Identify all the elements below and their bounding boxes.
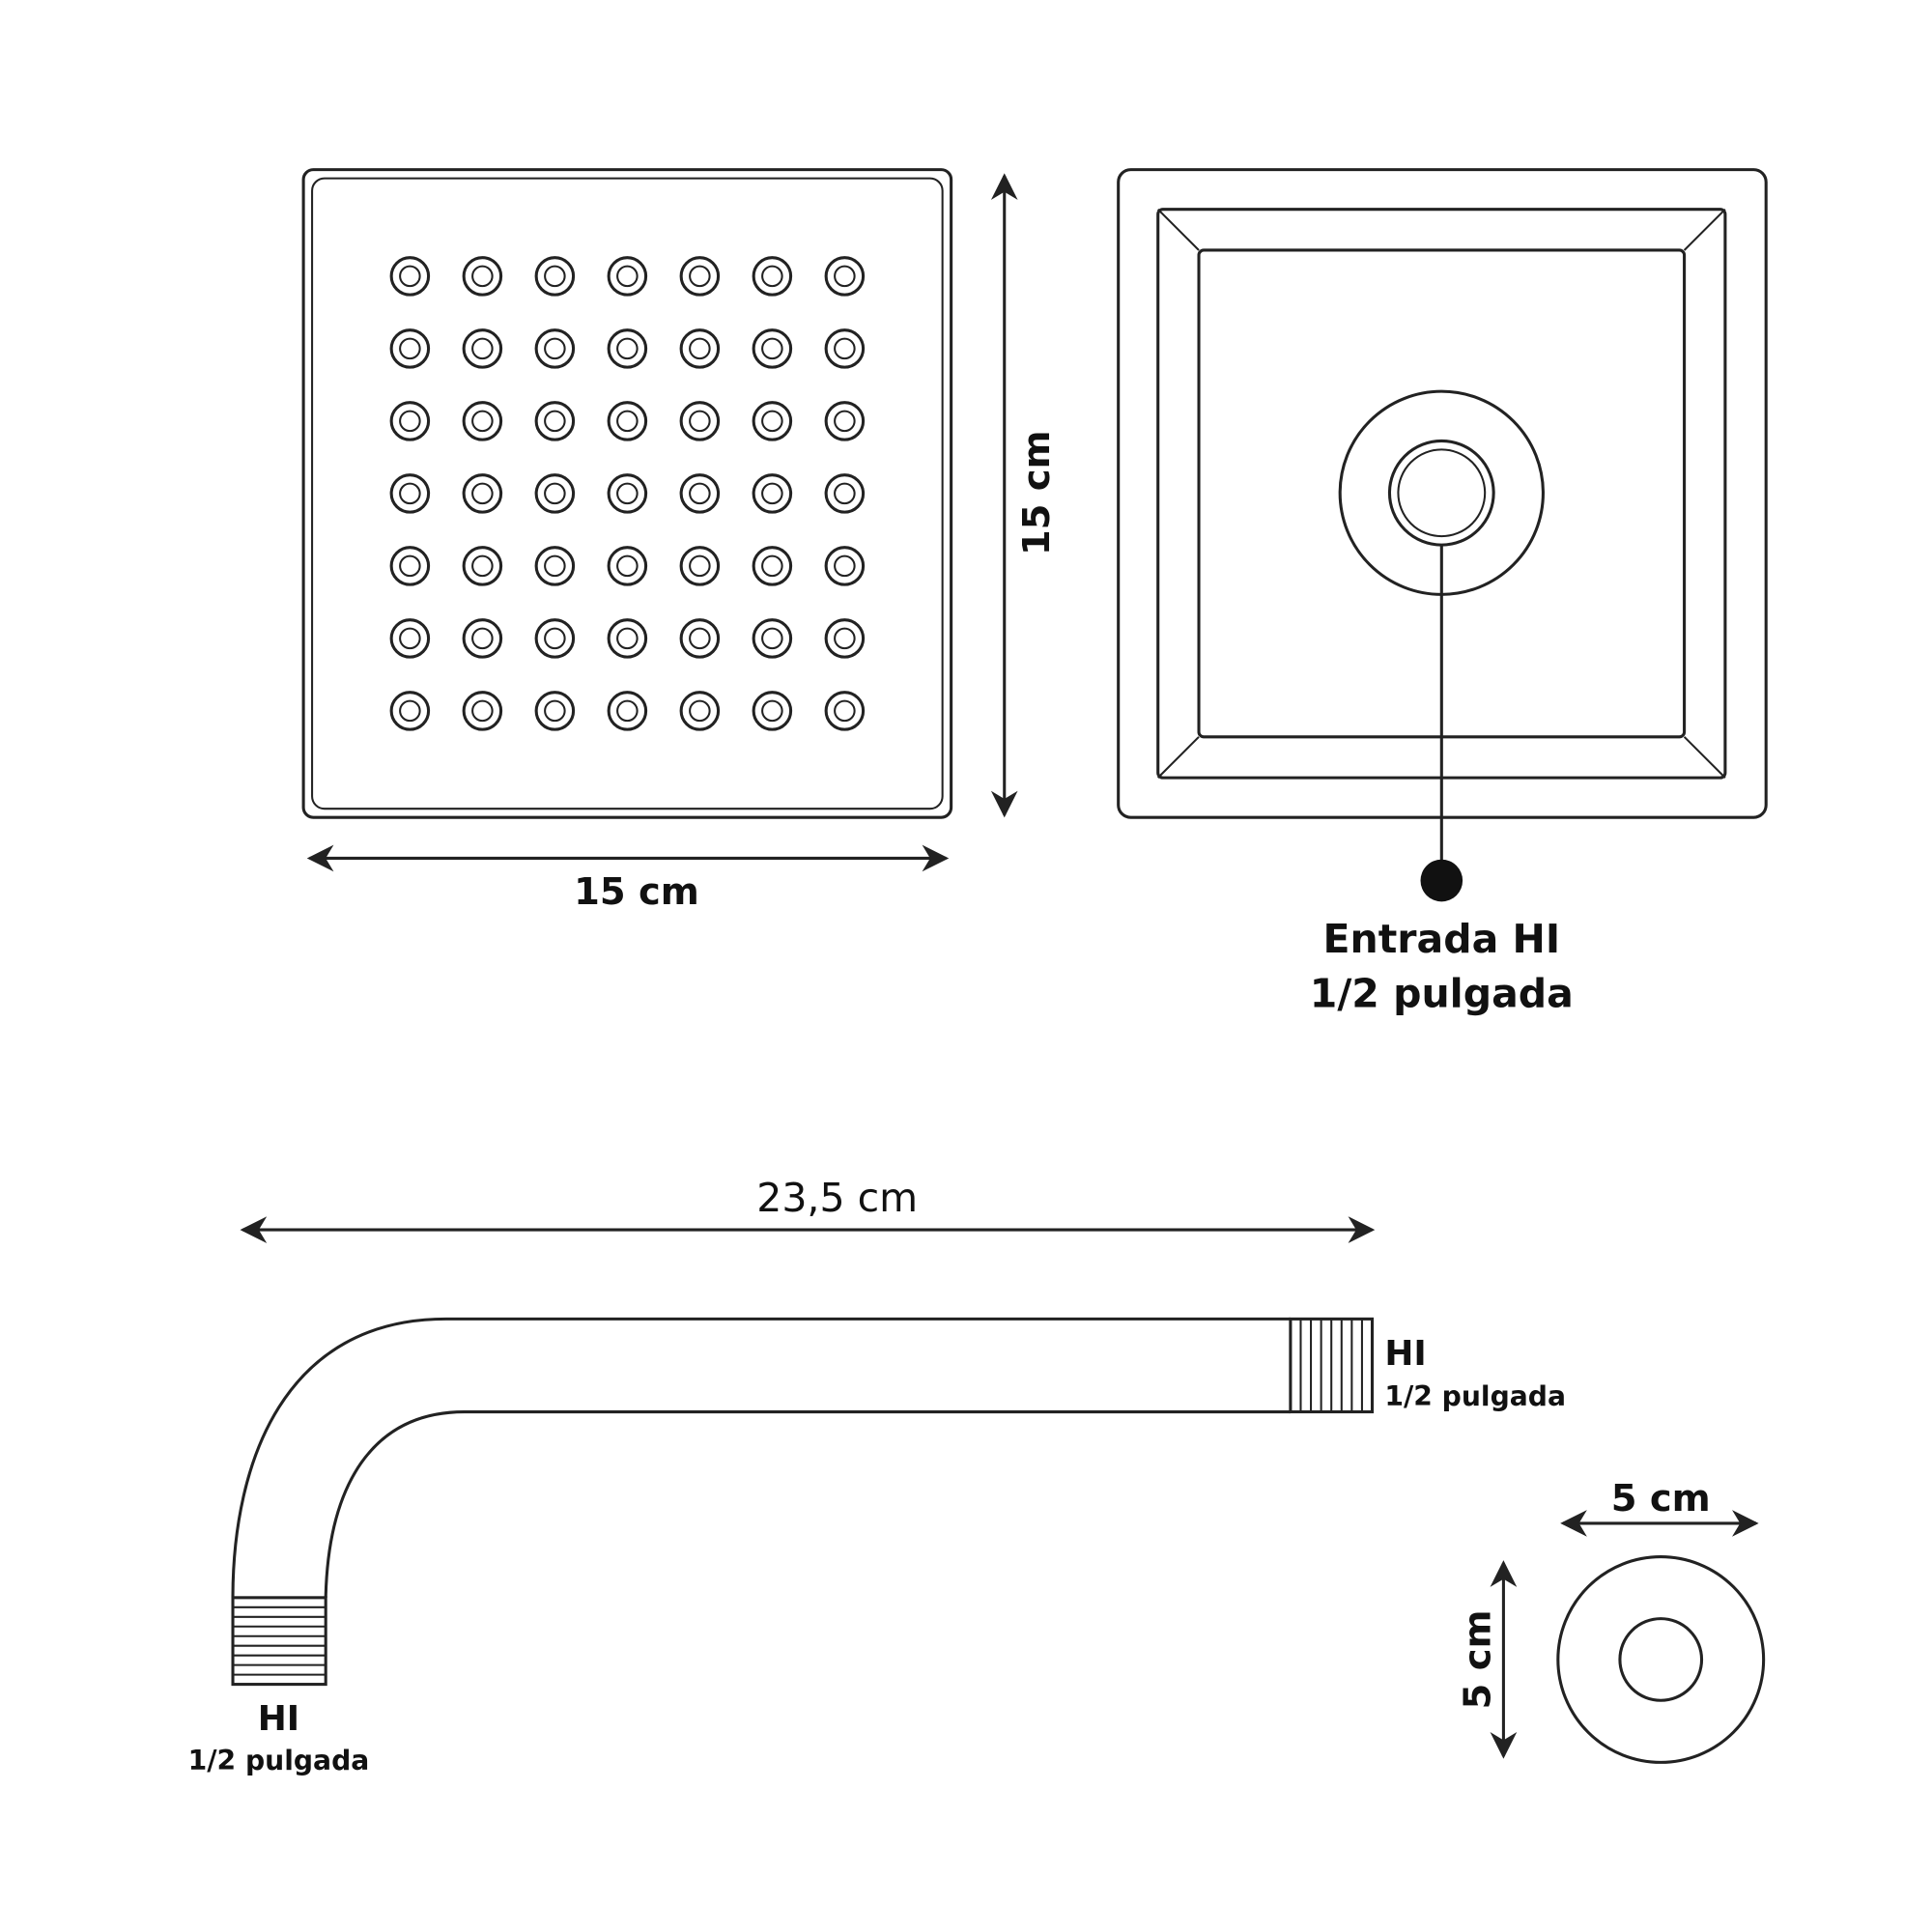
nozzle <box>679 256 721 297</box>
nozzle <box>679 401 721 441</box>
shower-arm: 23,5 cm HI 1/2 pulgada HI 1/2 pulgada <box>188 1175 1566 1776</box>
nozzle <box>824 328 866 369</box>
nozzle <box>389 473 431 514</box>
nozzle <box>752 473 793 514</box>
arm-outer-edge <box>231 1317 1291 1598</box>
flange-view: 5 cm 5 cm <box>1456 1477 1766 1764</box>
left-end-size: 1/2 pulgada <box>188 1745 370 1776</box>
nozzle <box>824 546 866 586</box>
nozzle <box>462 691 503 731</box>
inlet-marker-dot <box>1420 859 1463 902</box>
nozzle <box>752 546 793 586</box>
nozzle <box>679 546 721 586</box>
nozzle <box>752 328 793 369</box>
left-end-label: HI <box>258 1699 299 1739</box>
nozzle <box>607 256 648 297</box>
nozzle <box>534 618 576 659</box>
nozzle <box>752 618 793 659</box>
nozzle <box>824 473 866 514</box>
bevel-corners <box>1156 208 1726 779</box>
nozzle <box>824 401 866 441</box>
nozzle <box>389 618 431 659</box>
height-label: 15 cm <box>1015 430 1059 555</box>
nozzle <box>462 546 503 586</box>
nozzle <box>752 691 793 731</box>
flange-height-label: 5 cm <box>1456 1609 1499 1709</box>
nozzle <box>607 618 648 659</box>
nozzle <box>607 401 648 441</box>
inlet-inner <box>1397 448 1487 538</box>
nozzle <box>679 691 721 731</box>
right-end-size: 1/2 pulgada <box>1384 1380 1566 1412</box>
nozzle <box>534 546 576 586</box>
right-thread <box>1289 1317 1375 1414</box>
nozzle <box>607 473 648 514</box>
nozzle <box>389 328 431 369</box>
nozzle <box>824 691 866 731</box>
shower-head-outer <box>301 168 953 819</box>
nozzle <box>462 256 503 297</box>
nozzle <box>679 473 721 514</box>
nozzle <box>462 328 503 369</box>
inlet-outer <box>1387 439 1495 547</box>
back-view: Entrada HI 1/2 pulgada <box>1117 168 1768 1016</box>
arm-inner-edge <box>324 1410 1291 1598</box>
nozzle <box>824 256 866 297</box>
left-thread-body <box>231 1596 327 1687</box>
flange-width-label: 5 cm <box>1611 1477 1711 1520</box>
nozzle <box>389 401 431 441</box>
width-label: 15 cm <box>574 870 699 914</box>
nozzle <box>534 691 576 731</box>
nozzle <box>534 401 576 441</box>
nozzle <box>389 691 431 731</box>
nozzle-grid <box>389 256 866 731</box>
nozzle <box>824 618 866 659</box>
inlet-size-label: 1/2 pulgada <box>1310 970 1574 1016</box>
right-end-label: HI <box>1384 1334 1426 1374</box>
nozzle <box>462 618 503 659</box>
nozzle <box>389 256 431 297</box>
nozzle <box>534 256 576 297</box>
nozzle <box>679 618 721 659</box>
nozzle <box>534 328 576 369</box>
nozzle <box>752 401 793 441</box>
left-thread <box>231 1596 327 1687</box>
nozzle <box>607 691 648 731</box>
flange-hole <box>1618 1617 1704 1702</box>
shower-head-inner <box>311 177 944 810</box>
nozzle <box>462 473 503 514</box>
nozzle <box>607 546 648 586</box>
nozzle <box>462 401 503 441</box>
flange-outer <box>1556 1555 1766 1764</box>
nozzle <box>679 328 721 369</box>
nozzle <box>389 546 431 586</box>
nozzle <box>752 256 793 297</box>
nozzle <box>607 328 648 369</box>
arm-length-label: 23,5 cm <box>756 1175 918 1221</box>
front-view: 15 cm 15 cm <box>301 168 1059 914</box>
nozzle <box>534 473 576 514</box>
inlet-label: Entrada HI <box>1322 916 1560 962</box>
